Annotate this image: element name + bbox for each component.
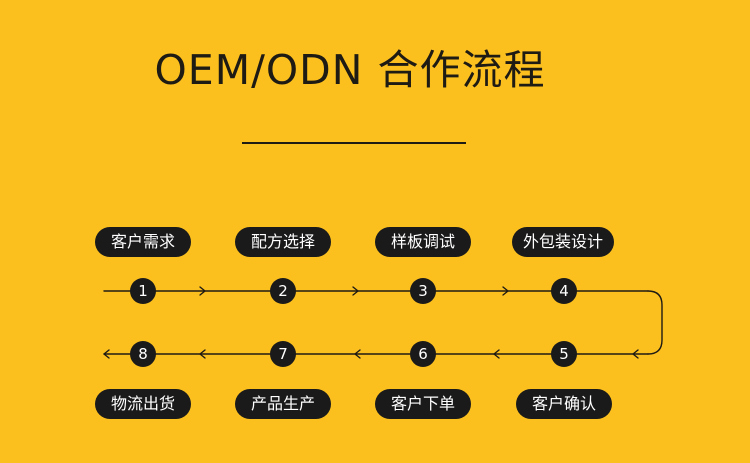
arrow-left-icon	[199, 349, 206, 359]
arrow-right-icon	[352, 286, 359, 296]
step-number-8: 8	[130, 341, 156, 367]
arrow-left-icon	[103, 349, 110, 359]
step-number-4: 4	[551, 278, 577, 304]
step-number-7: 7	[270, 341, 296, 367]
step-label-5: 客户确认	[516, 389, 612, 419]
arrow-left-icon	[632, 349, 639, 359]
step-label-4: 外包装设计	[512, 227, 614, 257]
step-number-5: 5	[551, 341, 577, 367]
step-label-6: 客户下单	[375, 389, 471, 419]
arrow-right-icon	[502, 286, 509, 296]
step-number-1: 1	[130, 278, 156, 304]
step-label-3: 样板调试	[375, 227, 471, 257]
page-title: OEM/ODN 合作流程	[154, 46, 546, 94]
step-label-8: 物流出货	[95, 389, 191, 419]
arrow-right-icon	[199, 286, 206, 296]
step-number-2: 2	[270, 278, 296, 304]
arrow-left-icon	[354, 349, 361, 359]
step-number-3: 3	[410, 278, 436, 304]
arrow-left-icon	[493, 349, 500, 359]
step-number-6: 6	[410, 341, 436, 367]
step-label-2: 配方选择	[235, 227, 331, 257]
title-divider	[242, 142, 466, 144]
step-label-7: 产品生产	[235, 389, 331, 419]
step-label-1: 客户需求	[95, 227, 191, 257]
